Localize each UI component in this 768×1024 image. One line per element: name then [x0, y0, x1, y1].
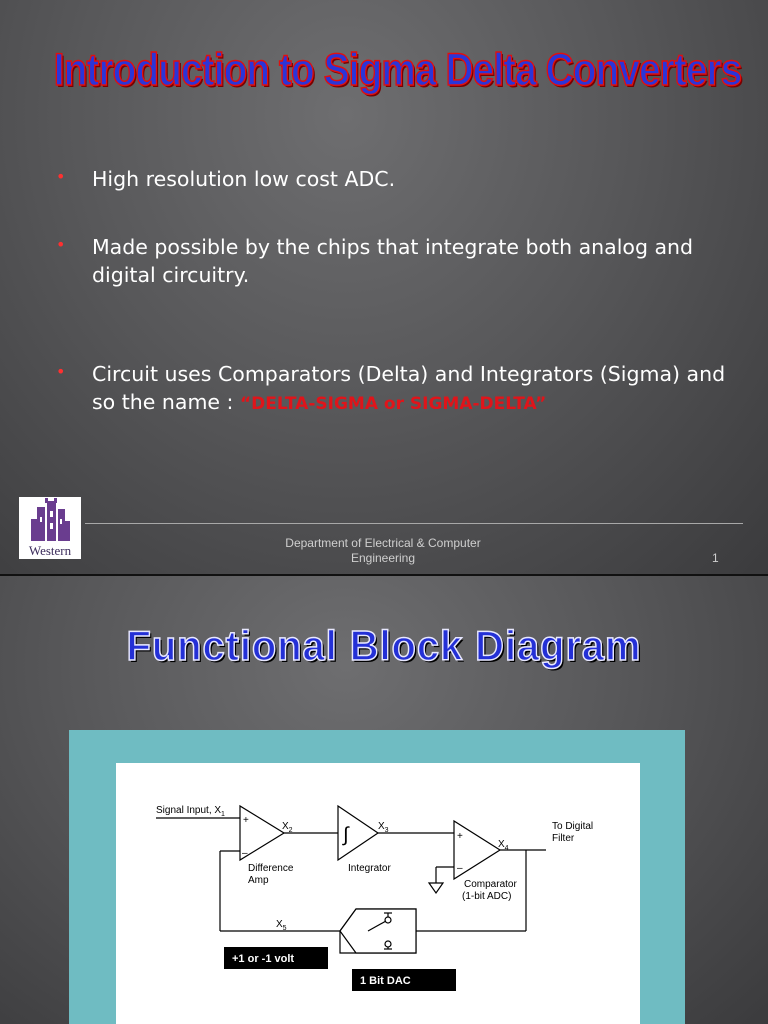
slide-1: Introduction to Sigma Delta Converters •… [0, 0, 768, 574]
x4-label: X4 [498, 839, 509, 852]
comparator-triangle [453, 819, 502, 881]
dac-label-box [352, 969, 456, 991]
x2-label: X2 [282, 821, 293, 834]
bullet-1: • High resolution low cost ADC. [56, 165, 732, 193]
integral-icon: ∫ [342, 824, 350, 846]
bullet-dot: • [56, 235, 66, 254]
bullet-3: • Circuit uses Comparators (Delta) and I… [56, 360, 732, 418]
x3-label: X3 [378, 821, 389, 834]
bullet-3-text: Circuit uses Comparators (Delta) and Int… [92, 362, 726, 414]
diff-amp-plus: + [243, 815, 249, 826]
ground-icon [427, 882, 445, 895]
block-diagram: Signal Input, X1 + – X2 Difference Amp ∫… [116, 763, 640, 1024]
block-diagram-svg: Signal Input, X1 + – X2 Difference Amp ∫… [156, 804, 593, 991]
bullet-2-text: Made possible by the chips that integrat… [92, 235, 694, 287]
to-digital-label-2: Filter [552, 833, 575, 844]
bullet-dot: • [56, 167, 66, 186]
difference-amp-label-2: Amp [248, 875, 269, 886]
difference-amp-triangle [239, 804, 286, 862]
western-tower-icon: Western [19, 497, 81, 559]
dac-label: 1 Bit DAC [360, 975, 411, 987]
slide-1-title: Introduction to Sigma Delta Converters [53, 43, 743, 96]
comparator-label-1: Comparator [464, 879, 517, 890]
integrator-triangle [337, 804, 380, 862]
diff-amp-minus: – [242, 848, 248, 859]
bullet-2: • Made possible by the chips that integr… [56, 233, 732, 289]
diagram-frame: Signal Input, X1 + – X2 Difference Amp ∫… [69, 730, 685, 1024]
volt-label-box [224, 947, 328, 969]
volt-label: +1 or -1 volt [232, 953, 294, 965]
comparator-minus: – [457, 863, 463, 874]
comparator-plus: + [457, 831, 463, 842]
university-logo: Western [19, 497, 81, 559]
bullet-1-text: High resolution low cost ADC. [92, 167, 396, 191]
dac-switch-icon [367, 920, 387, 932]
footer-line-1: Department of Electrical & Computer [285, 536, 481, 550]
footer-department: Department of Electrical & Computer Engi… [268, 536, 498, 566]
footer-divider [85, 523, 743, 524]
page-number: 1 [712, 551, 719, 565]
comparator-label-2: (1-bit ADC) [462, 891, 511, 902]
signal-input-label: Signal Input, X1 [156, 805, 225, 818]
slide-2: Functional Block Diagram [0, 576, 768, 1024]
footer-line-2: Engineering [350, 551, 416, 565]
slide-2-title: Functional Block Diagram [126, 621, 642, 670]
integrator-label: Integrator [348, 863, 391, 874]
x5-label: X5 [276, 919, 287, 932]
difference-amp-label-1: Difference [248, 863, 294, 874]
bullet-dot: • [56, 362, 66, 381]
to-digital-label-1: To Digital [552, 821, 593, 832]
logo-text: Western [29, 543, 72, 558]
delta-sigma-highlight: “DELTA-SIGMA or SIGMA-DELTA” [239, 394, 547, 414]
